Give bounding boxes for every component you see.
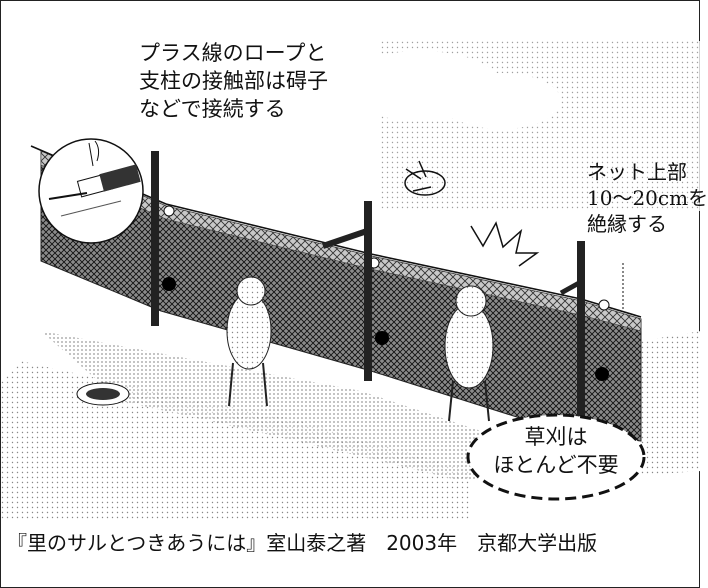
shock-burst [404, 160, 540, 267]
insulator-detail-circle [38, 138, 144, 244]
insulation-line-3: 絶縁する [587, 212, 667, 236]
connection-line-1: プラス線のロープと [139, 41, 327, 65]
fence-posts [151, 151, 609, 416]
connection-line-2: 支柱の接触部は碍子 [139, 69, 328, 93]
top-insulation-callout: ネット上部 10～20cmを 絶縁する [587, 159, 708, 237]
ground-hole [76, 382, 130, 406]
insulation-line-2: 10～20cmを [587, 186, 708, 210]
weeding-line-2: ほとんど不要 [493, 453, 619, 477]
sky-texture [341, 41, 701, 211]
weeding-bubble [466, 413, 646, 501]
weeding-line-1: 草刈は [524, 425, 588, 449]
callout-leaders [88, 142, 624, 311]
connection-line-3: などで接続する [139, 97, 286, 121]
monkey-right [444, 285, 494, 422]
monkey-left [226, 276, 272, 407]
source-caption: 『里のサルとつきあうには』室山泰之著 2003年 京都大学出版 [7, 531, 598, 555]
connection-callout: プラス線のロープと 支柱の接触部は碍子 などで接続する [139, 39, 328, 123]
electric-fence-illustration [1, 41, 701, 521]
insulation-line-1: ネット上部 [587, 160, 687, 184]
weeding-callout: 草刈は ほとんど不要 [471, 423, 641, 479]
